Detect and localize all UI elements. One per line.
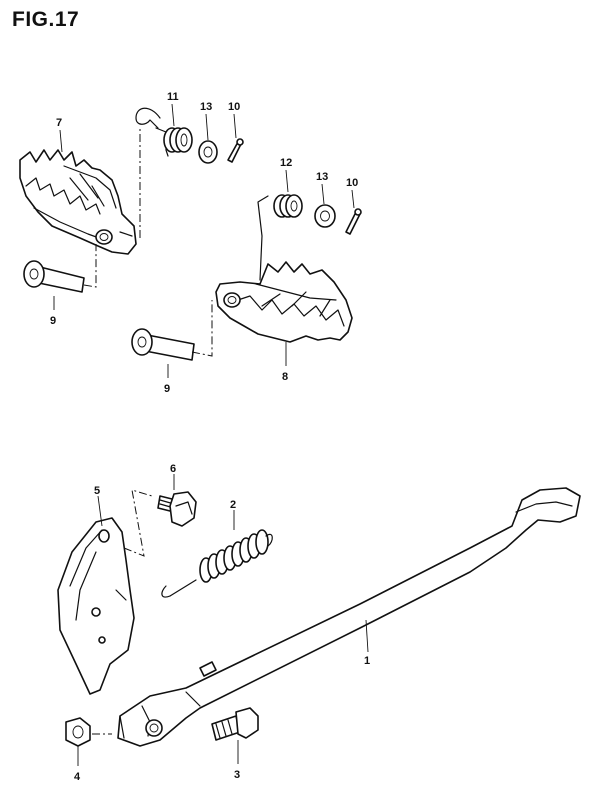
figure-title: FIG.17 <box>12 8 80 31</box>
washer-right <box>314 204 336 228</box>
callout-leaders <box>53 103 369 766</box>
stand-bracket <box>57 517 135 695</box>
leader-bracket <box>123 489 153 557</box>
callout-3: 3 <box>234 769 240 781</box>
cotter-pin-right <box>345 208 362 235</box>
callout-4: 4 <box>74 771 81 783</box>
callout-9-left: 9 <box>50 315 56 327</box>
callout-13-left: 13 <box>200 101 212 113</box>
leader-pin-right <box>191 300 213 357</box>
footpeg-left <box>19 149 137 255</box>
stand-spring <box>161 529 273 598</box>
callout-8: 8 <box>282 371 288 383</box>
clevis-pin-left <box>23 260 85 293</box>
clevis-pin-right <box>131 328 195 361</box>
callout-2: 2 <box>230 499 236 511</box>
callout-13-right: 13 <box>316 171 328 183</box>
callout-7: 7 <box>56 117 62 129</box>
side-stand-arm <box>117 487 581 747</box>
callout-6: 6 <box>170 463 176 475</box>
stand-pivot-bolt <box>211 707 259 741</box>
callout-1: 1 <box>364 655 370 667</box>
callout-10-left: 10 <box>228 101 240 113</box>
callout-12: 12 <box>280 157 292 169</box>
washer-left <box>198 140 218 164</box>
callout-5: 5 <box>94 485 100 497</box>
callout-9-right: 9 <box>164 383 170 395</box>
leader-pin-left <box>83 244 97 288</box>
callout-10-right: 10 <box>346 177 358 189</box>
cotter-pin-left <box>227 138 244 163</box>
spring-left <box>135 107 193 157</box>
spring-right <box>257 194 303 281</box>
stand-nut <box>65 717 91 747</box>
footpeg-right <box>215 261 353 343</box>
bracket-bolt <box>157 491 197 527</box>
callout-11: 11 <box>167 91 179 103</box>
